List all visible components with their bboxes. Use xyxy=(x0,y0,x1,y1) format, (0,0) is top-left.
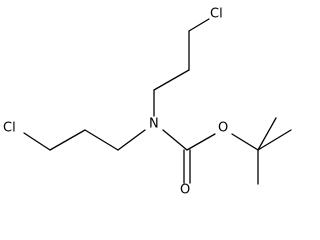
atom-label-carbonyl-oxygen: O xyxy=(180,183,190,198)
bond-left-c1-c2 xyxy=(84,129,119,151)
chemical-structure: Cl Cl N O O xyxy=(3,7,292,198)
bond-quaternary-c-methyl-right xyxy=(257,129,292,151)
bond-quaternary-c-methyl-up xyxy=(257,117,277,151)
atom-label-cl-top: Cl xyxy=(210,7,223,22)
bond-ester-o-to-quaternary-c xyxy=(231,133,259,151)
bond-upper-c1-c2 xyxy=(153,69,190,91)
bond-left-c2-c3 xyxy=(49,129,86,151)
atom-label-cl-left: Cl xyxy=(3,121,16,136)
bond-upper-c3-cl xyxy=(188,18,210,32)
bond-n-to-carbonyl-c xyxy=(162,129,188,151)
atom-label-nitrogen: N xyxy=(149,117,159,132)
atom-label-ester-oxygen: O xyxy=(218,121,228,136)
bond-n-to-left-c1 xyxy=(117,129,146,151)
bond-carbonyl-c-to-ester-o xyxy=(186,133,216,151)
bond-left-c3-cl xyxy=(23,132,51,151)
